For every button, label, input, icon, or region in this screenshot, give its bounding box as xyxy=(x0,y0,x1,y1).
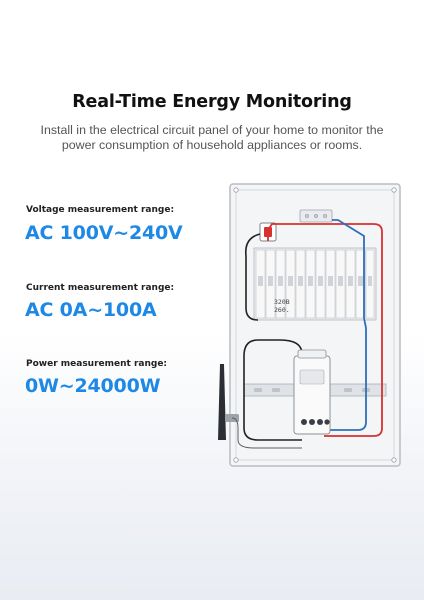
terminal-screw-1 xyxy=(304,213,310,219)
power-spec-value: 0W~24000W xyxy=(25,375,161,397)
meter-reading-line-2: 260. xyxy=(274,306,290,314)
page-subtitle: Install in the electrical circuit panel … xyxy=(20,123,404,153)
subtitle-line-2: power consumption of household appliance… xyxy=(61,138,363,152)
current-spec-value: AC 0A~100A xyxy=(25,299,157,321)
smart-meter-top-cap xyxy=(297,349,327,359)
black-wire-top xyxy=(244,233,261,321)
terminal-screw-2 xyxy=(313,213,319,219)
panel-inner-frame xyxy=(235,189,395,461)
electrical-panel-illustration: 320B 260. xyxy=(214,178,416,478)
voltage-spec-value: AC 100V~240V xyxy=(25,222,183,244)
screw-bottom-right xyxy=(391,457,397,463)
blue-wire xyxy=(318,219,367,431)
black-wire-loop xyxy=(243,339,303,441)
smart-meter-terminals xyxy=(301,419,330,425)
current-spec-label: Current measurement range: xyxy=(26,283,175,293)
smart-meter-window xyxy=(299,369,325,385)
breaker-switches xyxy=(258,276,372,286)
page-title: Real-Time Energy Monitoring xyxy=(72,92,352,112)
antenna-cable xyxy=(231,417,302,449)
red-wire xyxy=(267,223,383,437)
din-rail-slots xyxy=(254,388,370,392)
voltage-spec-label: Voltage measurement range: xyxy=(26,205,175,215)
screw-top-right xyxy=(391,187,397,193)
antenna-icon xyxy=(218,364,226,440)
screw-bottom-left xyxy=(233,457,239,463)
subtitle-line-1: Install in the electrical circuit panel … xyxy=(40,123,384,137)
power-spec-label: Power measurement range: xyxy=(26,359,168,369)
screw-top-left xyxy=(233,187,239,193)
terminal-screw-3 xyxy=(322,213,328,219)
meter-reading-line-1: 320B xyxy=(274,298,290,306)
